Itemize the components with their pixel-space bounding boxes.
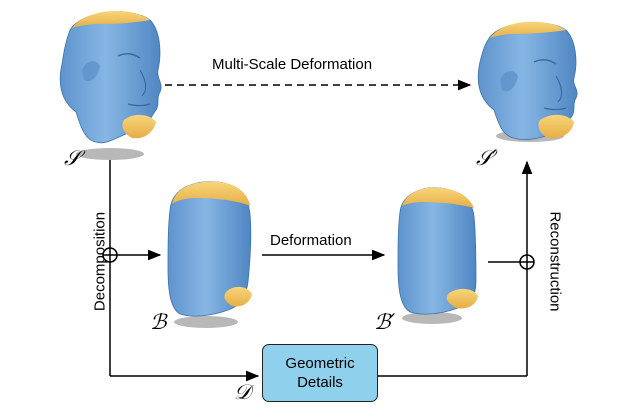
decomposition-label: Decomposition bbox=[91, 211, 109, 312]
geometric-details-line2: Details bbox=[297, 374, 343, 391]
deformation-label: Deformation bbox=[270, 232, 352, 249]
multi-scale-label: Multi-Scale Deformation bbox=[212, 56, 373, 73]
symbol-S-prime: 𝒮′ bbox=[476, 146, 498, 170]
geometric-details-box: Geometric Details bbox=[262, 344, 378, 402]
symbol-S: 𝒮 bbox=[64, 146, 81, 170]
deformed-head-mesh bbox=[477, 21, 578, 142]
source-head-mesh bbox=[59, 10, 162, 160]
reconstruction-label: Reconstruction bbox=[546, 211, 564, 312]
base-shape-mesh bbox=[167, 181, 252, 328]
deformed-base-mesh bbox=[397, 187, 478, 324]
symbol-B: ℬ bbox=[150, 310, 167, 334]
symbol-D: 𝒟 bbox=[234, 380, 251, 404]
geometric-details-line1: Geometric bbox=[285, 355, 355, 372]
symbol-B-prime: ℬ′ bbox=[374, 310, 396, 334]
